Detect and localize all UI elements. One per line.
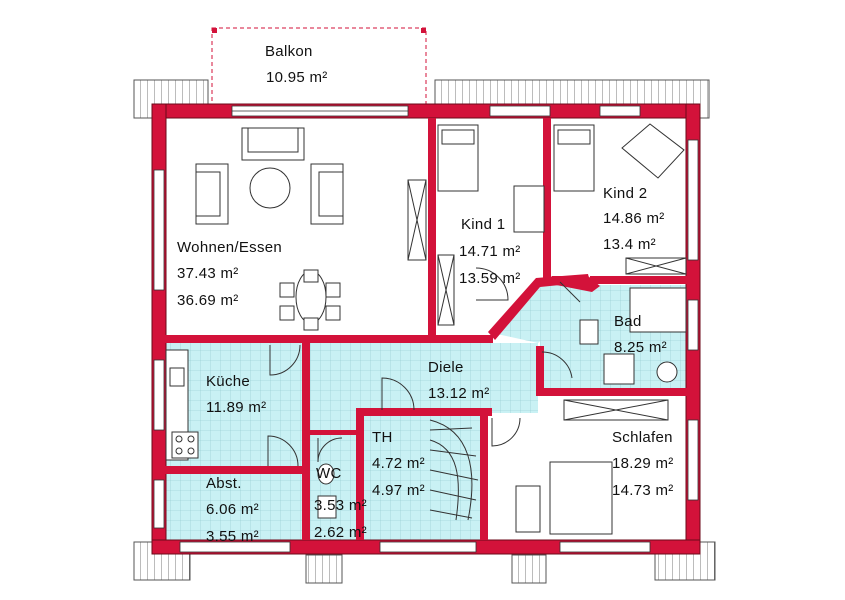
kind2-area-1: 14.86 m² (603, 210, 665, 227)
bad-label: Bad (614, 313, 642, 330)
bad-area: 8.25 m² (614, 339, 667, 356)
kind2-furniture (553, 123, 687, 275)
kind1-furniture (437, 124, 545, 326)
interior-walls (165, 118, 690, 540)
wc-fixtures (317, 463, 337, 519)
wohnen-label: Wohnen/Essen (177, 239, 282, 256)
living-furniture (195, 127, 427, 331)
schlafen-area-1: 18.29 m² (612, 455, 674, 472)
wc-area-1: 3.53 m² (314, 497, 367, 514)
schlafen-furniture (515, 399, 669, 535)
kind1-label: Kind 1 (461, 216, 505, 233)
wohnen-area-1: 37.43 m² (177, 265, 239, 282)
wc-label: WC (316, 465, 342, 482)
bad-fixtures (579, 287, 687, 385)
abst-label: Abst. (206, 475, 242, 492)
kitchen-fixtures (165, 349, 199, 461)
balkon-label: Balkon (265, 43, 313, 60)
th-area-1: 4.72 m² (372, 455, 425, 472)
kind2-label: Kind 2 (603, 185, 647, 202)
kueche-label: Küche (206, 373, 250, 390)
stairs (429, 419, 479, 521)
wohnen-area-2: 36.69 m² (177, 292, 239, 309)
doors (267, 267, 581, 467)
kind2-area-2: 13.4 m² (603, 236, 656, 253)
windows (153, 105, 699, 553)
kind1-area-2: 13.59 m² (459, 270, 521, 287)
wc-area-2: 2.62 m² (314, 524, 367, 541)
abst-area-1: 6.06 m² (206, 501, 259, 518)
th-label: TH (372, 429, 393, 446)
balcony-outline (211, 27, 427, 107)
diele-area: 13.12 m² (428, 385, 490, 402)
kind1-area-1: 14.71 m² (459, 243, 521, 260)
abst-area-2: 3.55 m² (206, 528, 259, 545)
balkon-area: 10.95 m² (266, 69, 328, 86)
schlafen-area-2: 14.73 m² (612, 482, 674, 499)
diele-label: Diele (428, 359, 464, 376)
th-area-2: 4.97 m² (372, 482, 425, 499)
schlafen-label: Schlafen (612, 429, 673, 446)
kueche-area: 11.89 m² (206, 399, 266, 416)
